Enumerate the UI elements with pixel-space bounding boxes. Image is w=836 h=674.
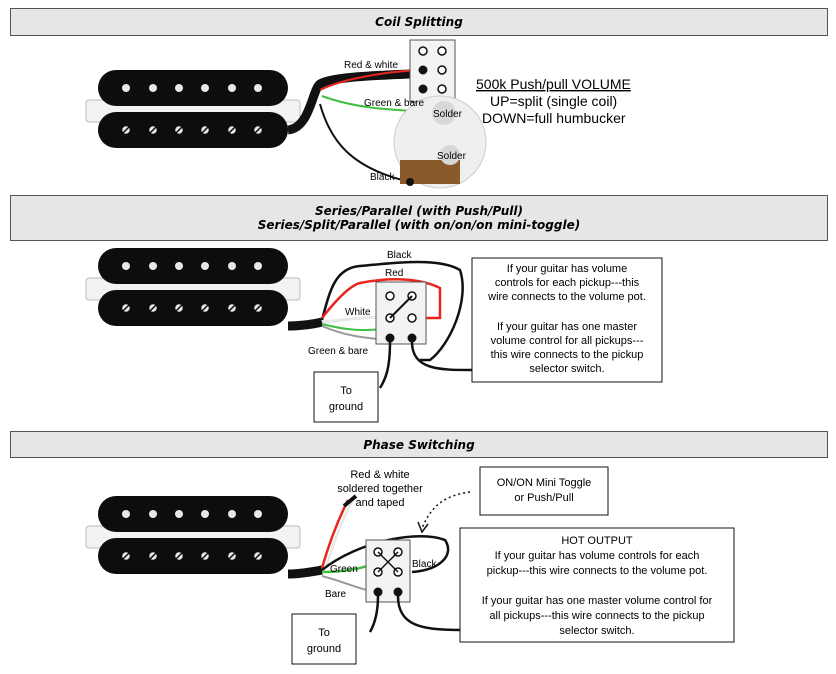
series-parallel-title-line1: Series/Parallel (with Push/Pull) [314, 204, 523, 218]
toggle-note-line2: or Push/Pull [514, 492, 573, 504]
humbucker-pickup-1 [86, 70, 300, 148]
label-red-white-3c: and taped [356, 497, 405, 509]
ground-wire-3 [368, 595, 380, 633]
label-green-bare-2: Green & bare [308, 346, 368, 357]
solder-point-1 [432, 101, 456, 125]
svg-text:all pickups---this wire connec: all pickups---this wire connects to the … [489, 610, 704, 622]
ground-box-3 [291, 613, 357, 665]
label-solder-bottom: Solder [437, 151, 467, 162]
hot-output-text: HOT OUTPUT If your guitar has volume con… [482, 535, 713, 637]
toggle-pointer [421, 491, 471, 529]
coil-splitting-title: Coil Splitting [10, 8, 828, 36]
taped-joint [342, 494, 358, 508]
label-red-white-3a: Red & white [350, 469, 409, 481]
label-bare-3: Bare [325, 589, 347, 600]
pot-up-text: UP=split (single coil) [490, 93, 617, 109]
humbucker-pickup-2 [86, 248, 300, 326]
volume-note-box [471, 257, 663, 383]
phase-switching-title: Phase Switching [10, 431, 828, 458]
label-red-white: Red & white [344, 60, 398, 71]
label-green-bare: Green & bare [364, 98, 424, 109]
svg-text:controls for each pickup---thi: controls for each pickup---this [495, 277, 640, 289]
volume-note-text: If your guitar has volume controls for e… [487, 263, 646, 375]
black-wire-2 [320, 260, 464, 362]
push-pull-switch-1 [409, 39, 456, 103]
toggle-pointer-arrowhead [417, 521, 429, 534]
svg-text:HOT OUTPUT: HOT OUTPUT [561, 535, 633, 547]
coil-splitting-title-text: Coil Splitting [375, 15, 463, 29]
svg-text:selector switch.: selector switch. [529, 363, 604, 375]
toggle-note-box [479, 466, 609, 516]
humbucker-pickup-3 [86, 496, 300, 574]
label-white-2: White [345, 307, 371, 318]
cable-bundle-2 [287, 317, 324, 331]
hot-output-box [459, 527, 735, 643]
series-parallel-title: Series/Parallel (with Push/Pull) Series/… [10, 195, 828, 241]
output-wire-3 [396, 595, 461, 632]
label-black-3: Black [412, 559, 437, 570]
svg-text:If your guitar has volume cont: If your guitar has volume controls for e… [495, 550, 700, 562]
svg-text:pickup---this wire connects to: pickup---this wire connects to the volum… [487, 565, 708, 577]
label-red-2: Red [385, 268, 403, 279]
label-green-3: Green [330, 564, 358, 575]
switch-lugs-1 [418, 46, 447, 94]
switch-lugs-2 [385, 291, 417, 343]
cable-bundle-3 [287, 565, 323, 579]
svg-text:If your guitar has one master: If your guitar has one master [497, 321, 637, 333]
output-wire-2 [410, 341, 473, 372]
svg-text:this wire connects to the pick: this wire connects to the pickup [491, 349, 644, 361]
series-parallel-title-line2: Series/Split/Parallel (with on/on/on min… [257, 218, 581, 232]
label-black: Black [370, 172, 395, 183]
svg-text:volume control for all pickups: volume control for all pickups--- [491, 335, 644, 347]
white-wire-3 [324, 501, 354, 569]
pot-title: 500k Push/pull VOLUME [476, 76, 631, 92]
ground-text-2a: To [340, 385, 352, 397]
switch-block-3 [365, 539, 411, 603]
ground-wire-2 [378, 341, 392, 389]
label-black-2: Black [387, 250, 412, 261]
black-wire-1 [319, 103, 411, 183]
ground-text-3b: ground [307, 643, 341, 655]
label-solder-top: Solder [433, 109, 463, 120]
svg-text:wire connects to the volume po: wire connects to the volume pot. [487, 291, 646, 303]
ground-text-3a: To [318, 627, 330, 639]
black-wire-end-1 [406, 178, 414, 186]
svg-text:If your guitar has volume: If your guitar has volume [507, 263, 627, 275]
phase-switching-title-text: Phase Switching [363, 438, 475, 452]
black-wire-3 [321, 535, 450, 574]
red-wire-2 [321, 278, 442, 320]
switch-block-2 [375, 281, 427, 345]
red-white-wire-1 [319, 69, 421, 91]
label-red-white-3b: soldered together [337, 483, 423, 495]
red-wire-3 [320, 499, 350, 569]
svg-text:If your guitar has one master: If your guitar has one master volume con… [482, 595, 713, 607]
toggle-note-line1: ON/ON Mini Toggle [497, 477, 592, 489]
switch-lugs-3 [373, 547, 403, 597]
pot-down-text: DOWN=full humbucker [482, 110, 626, 126]
ground-box-2 [313, 371, 379, 423]
svg-text:selector switch.: selector switch. [559, 625, 634, 637]
ground-text-2b: ground [329, 401, 363, 413]
solder-point-2 [440, 145, 460, 165]
